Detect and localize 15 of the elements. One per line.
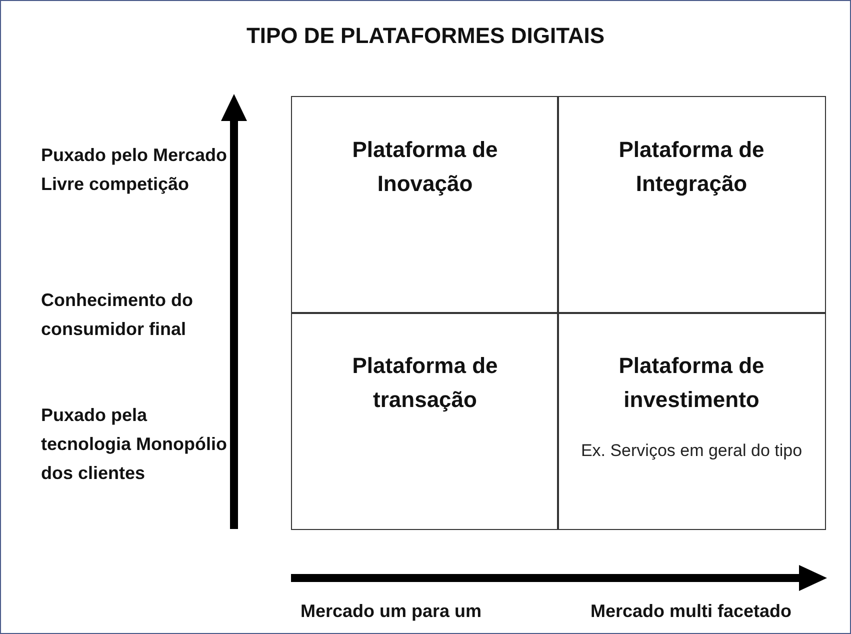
axis-label: Mercado multi facetado — [589, 600, 793, 623]
quadrant-heading: Plataforma de Integração — [618, 136, 766, 198]
axis-label: Mercado um para um — [299, 600, 483, 623]
axis-label: Puxado pelo Mercado Livre competição — [41, 144, 228, 196]
quadrant-cell — [557, 96, 826, 314]
quadrant-cell — [557, 312, 826, 530]
example-text: Ex. Serviços em geral do tipo — [580, 440, 804, 462]
quadrant-cell — [291, 96, 559, 314]
quadrant-heading: Plataforma de investimento — [618, 352, 766, 414]
axis-label: Puxado pela tecnologia Monopólio dos clientes — [41, 404, 228, 485]
quadrant-heading: Plataforma de Inovação — [351, 136, 499, 198]
quadrant-heading: Plataforma de transação — [351, 352, 499, 414]
axis-label: Conhecimento do consumidor final — [41, 289, 194, 341]
quadrant-cell — [291, 312, 559, 530]
title: TIPO DE PLATAFORMES DIGITAIS — [245, 23, 606, 49]
